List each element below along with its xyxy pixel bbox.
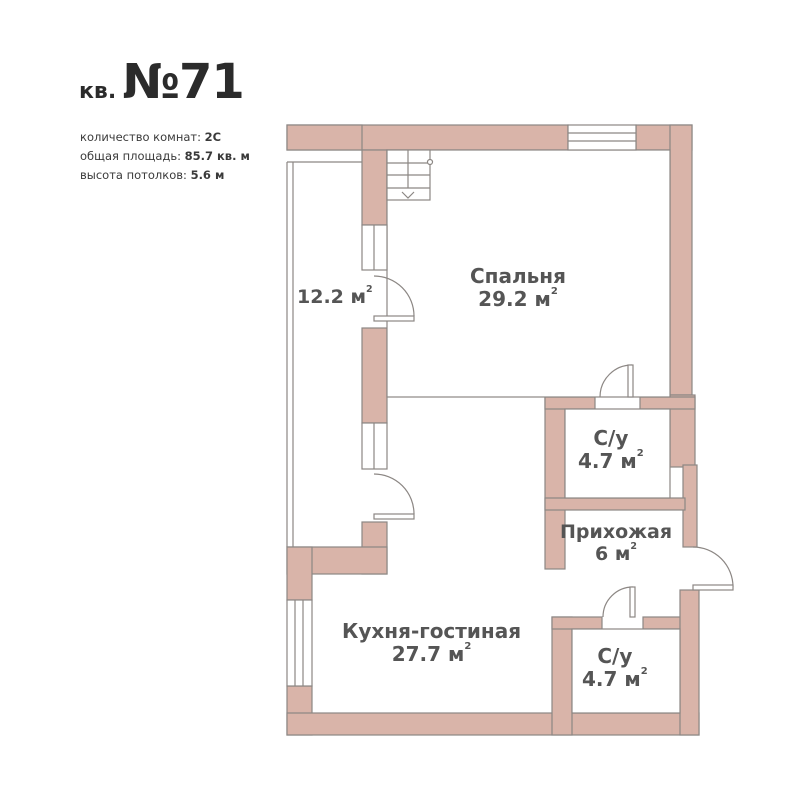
apartment-prefix: кв. (79, 79, 117, 104)
room-bathroom-1: С/у 4.7 м2 (578, 426, 644, 473)
room-kitchen-living: Кухня-гостиная 27.7 м2 (342, 619, 522, 666)
window-top (567, 124, 637, 151)
info-ceiling: высота потолков: 5.6 м (80, 168, 225, 182)
apartment-title: кв. №71 (79, 54, 245, 110)
door-bath2 (602, 586, 634, 618)
info-area: общая площадь: 85.7 кв. м (80, 149, 250, 163)
room-balcony: 12.2 м2 (297, 284, 373, 308)
wall-bottom (286, 712, 700, 736)
room-bedroom: Спальня 29.2 м2 (470, 264, 566, 311)
apartment-info: количество комнат: 2С общая площадь: 85.… (80, 128, 250, 185)
wall-pillar-mid (361, 327, 388, 424)
wall-bath2-right (679, 589, 700, 736)
door-entrance (692, 546, 734, 588)
window-left (286, 599, 313, 687)
stairs-icon (386, 149, 434, 201)
door-bath1 (599, 364, 633, 398)
wall-bath1-bottom (544, 497, 686, 511)
door-balcony-2 (373, 473, 415, 515)
wall-pillar-top (361, 149, 388, 226)
info-rooms: количество комнат: 2С (80, 130, 222, 144)
apartment-number: №71 (122, 54, 245, 110)
wall-right-upper (669, 124, 693, 396)
door-balcony-1 (373, 275, 415, 317)
wall-bath2-left (551, 616, 573, 736)
room-hallway: Прихожая 6 м2 (560, 521, 673, 565)
room-bathroom-2: С/у 4.7 м2 (582, 644, 648, 691)
